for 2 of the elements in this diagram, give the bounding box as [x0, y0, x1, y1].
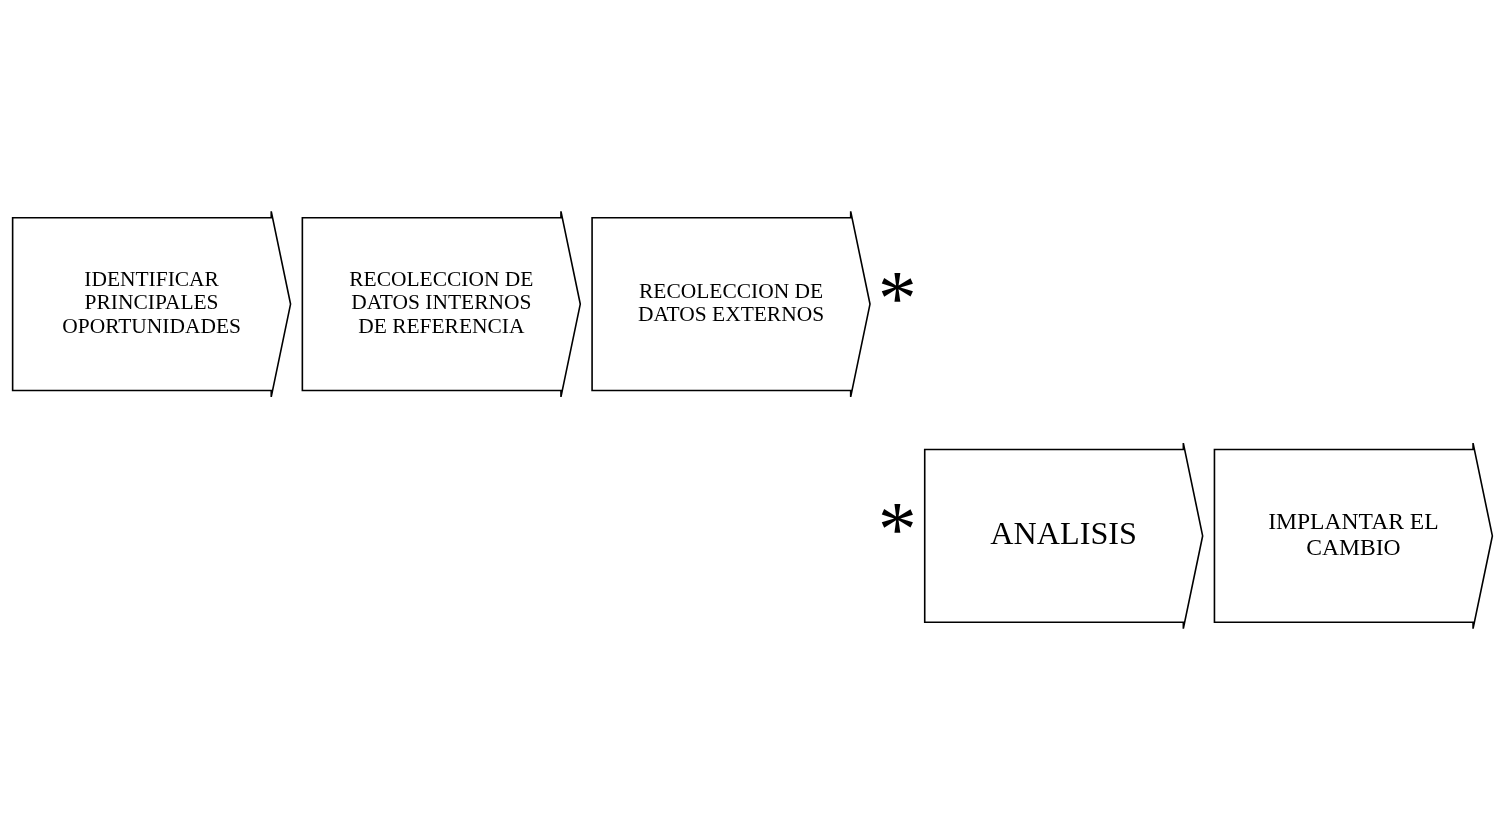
label: * [878, 486, 917, 573]
label: * [878, 254, 917, 341]
